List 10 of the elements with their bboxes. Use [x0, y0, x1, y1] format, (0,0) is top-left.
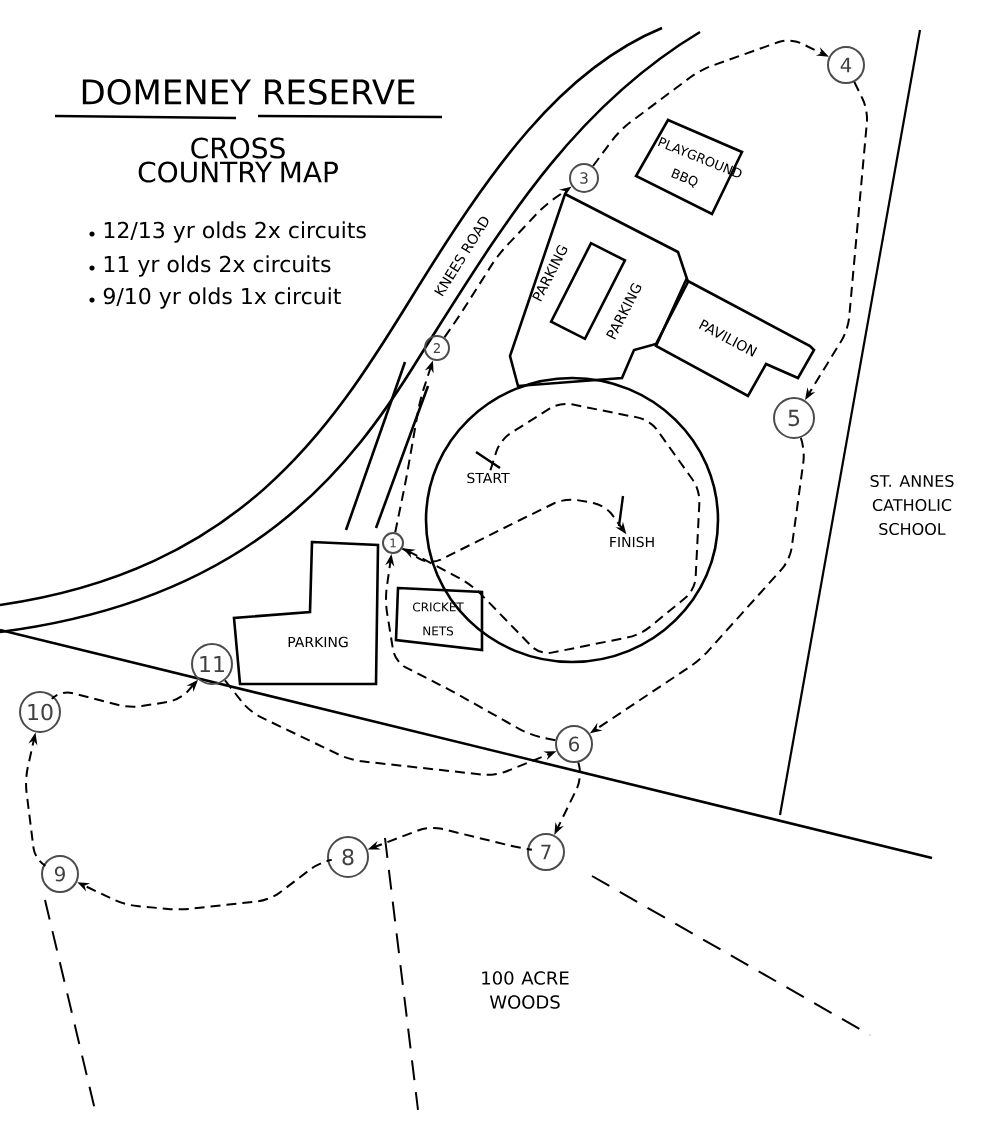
title: DOMENEY RESERVE [82, 79, 415, 105]
map-title-label: CROSS COUNTRY MAP [138, 137, 338, 183]
note-text: 12/13 yr olds 2x circuits [104, 221, 366, 243]
start-line: START [467, 451, 510, 484]
note-text: 9/10 yr olds 1x circuit [103, 287, 341, 309]
area-label: ST. ANNES CATHOLIC SCHOOL [870, 474, 954, 536]
area-label: 100 ACRE WOODS [482, 971, 569, 1009]
note-text: 11 yr olds 2x circuits [104, 255, 331, 277]
finish-line: FINISH [610, 495, 654, 548]
parking-lot: PARKING [232, 540, 380, 686]
